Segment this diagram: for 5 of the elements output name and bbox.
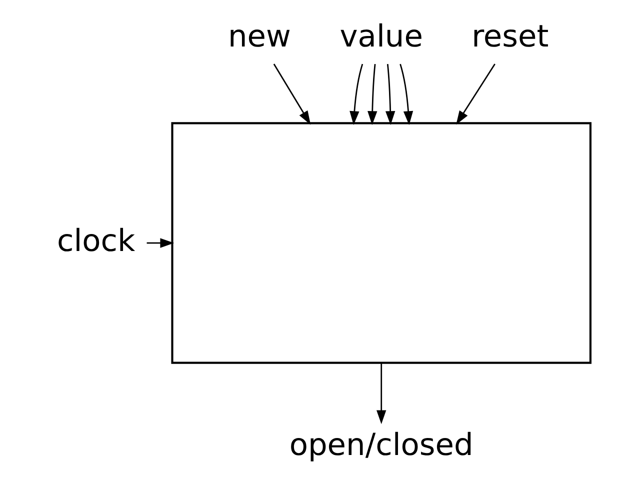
node-text: value bbox=[340, 19, 423, 54]
node-text: clock bbox=[56, 224, 136, 259]
node-text: new bbox=[228, 19, 291, 54]
node-text: reset bbox=[472, 19, 549, 54]
node-text: open/closed bbox=[289, 428, 474, 464]
